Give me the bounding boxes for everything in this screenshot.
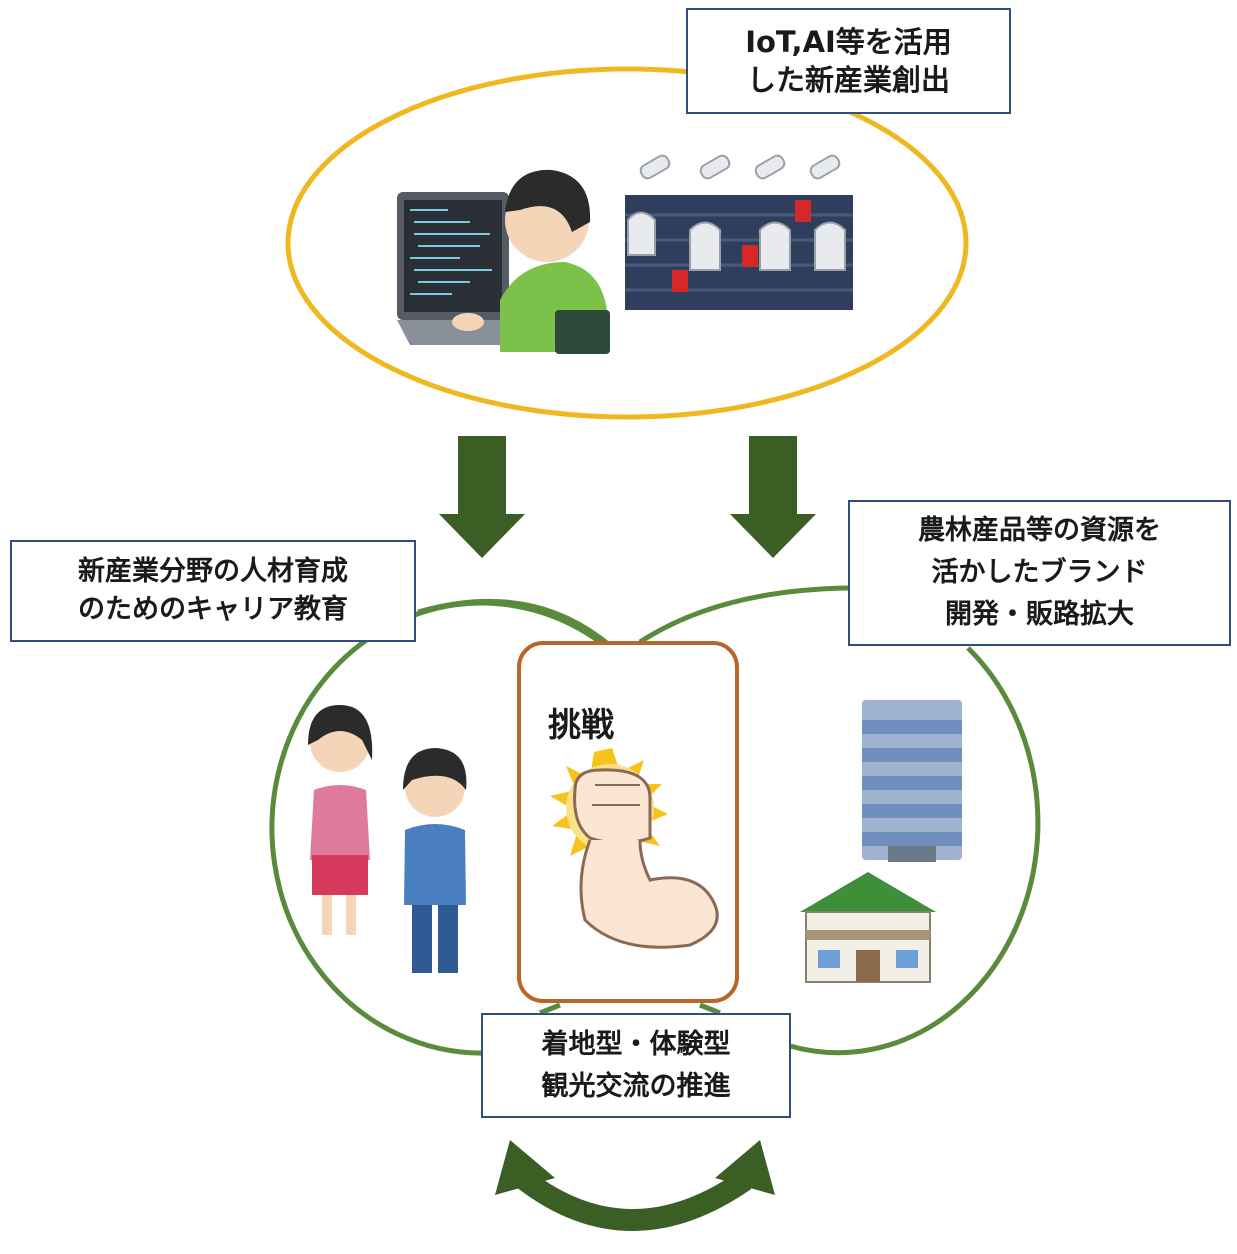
box-new-industry-line2: した新産業創出 bbox=[746, 63, 950, 97]
box-brand-development-line1: 農林産品等の資源を bbox=[918, 515, 1161, 546]
programmer-at-laptop-icon bbox=[397, 169, 610, 354]
down-arrow-right bbox=[730, 436, 816, 558]
center-link-right bbox=[699, 1002, 721, 1016]
center-link-left bbox=[539, 1002, 561, 1016]
box-brand-development: 農林産品等の資源を 活かしたブランド 開発・販路拡大 bbox=[848, 500, 1231, 646]
box-tourism-exchange: 着地型・体験型 観光交流の推進 bbox=[481, 1013, 791, 1118]
box-tourism-exchange-line2: 観光交流の推進 bbox=[541, 1070, 731, 1102]
box-new-industry: IoT,AI等を活用 した新産業創出 bbox=[686, 8, 1011, 114]
office-building-and-house-icon bbox=[800, 700, 962, 983]
box-new-industry-line1: IoT,AI等を活用 bbox=[745, 25, 952, 59]
woman-and-boy-icon bbox=[308, 705, 467, 973]
bottom-cycle-arrow-icon bbox=[495, 1140, 775, 1231]
box-tourism-exchange-line1: 着地型・体験型 bbox=[541, 1028, 731, 1060]
box-brand-development-line3: 開発・販路拡大 bbox=[945, 599, 1134, 630]
right-circle-arc bbox=[789, 646, 1041, 1056]
down-arrow-left bbox=[439, 436, 525, 558]
right-green-circle bbox=[638, 585, 849, 645]
factory-robot-arms-icon bbox=[625, 130, 853, 310]
box-career-education-line2: のためのキャリア教育 bbox=[78, 594, 348, 625]
box-career-education: 新産業分野の人材育成 のためのキャリア教育 bbox=[10, 540, 416, 642]
flexed-arm-fist-icon bbox=[550, 748, 719, 949]
box-career-education-line1: 新産業分野の人材育成 bbox=[78, 556, 348, 587]
top-ellipse bbox=[285, 66, 969, 420]
challenge-label: 挑戦 bbox=[548, 705, 614, 744]
left-circle-top-arc bbox=[417, 598, 610, 646]
box-brand-development-line2: 活かしたブランド bbox=[931, 557, 1148, 588]
